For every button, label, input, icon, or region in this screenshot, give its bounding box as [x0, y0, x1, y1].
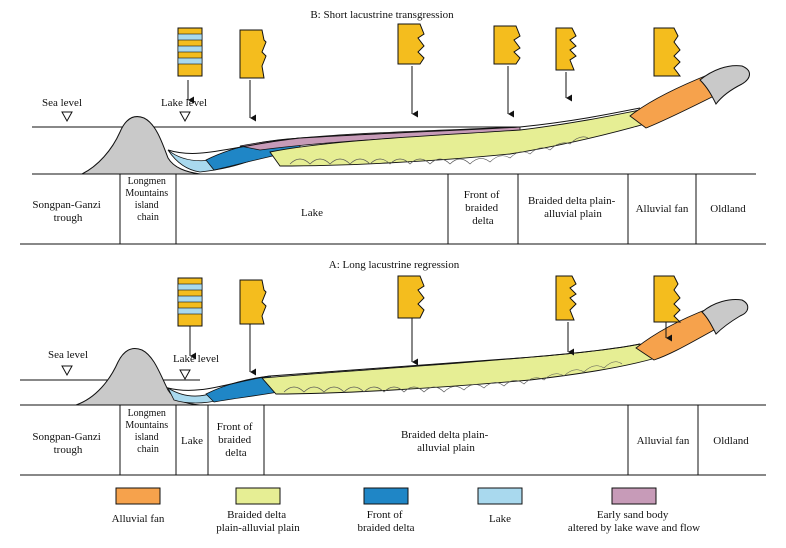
- zone-longmen-label: Longmen Mountains island chain: [125, 408, 170, 455]
- panel-a-lake-level-label: Lake level: [173, 353, 219, 365]
- legend-item-braided-plain: Braided delta plain-alluvial plain: [216, 487, 300, 534]
- panel-b-lake-level-marker: [179, 111, 191, 123]
- panel-b-sea-level-label: Sea level: [42, 97, 82, 109]
- panel-b-title: B: Short lacustrine transgression: [310, 9, 454, 21]
- panel-b-channel-top: [167, 107, 641, 154]
- panel-a-braided-lobes: [283, 361, 623, 393]
- zone-plain-label: Braided delta plain- alluvial plain: [401, 429, 491, 454]
- panel-a-sea-level-label: Sea level: [48, 349, 88, 361]
- legend: Alluvial fan Braided delta plain-alluvia…: [112, 487, 700, 534]
- zone-oldland-label: Oldland: [713, 435, 749, 447]
- strat-column: [555, 27, 577, 71]
- svg-text:Alluvial fan: Alluvial fan: [112, 513, 165, 525]
- strat-column: [493, 25, 521, 65]
- strat-column: [555, 275, 577, 321]
- strat-column: [239, 279, 267, 325]
- strat-column: [653, 275, 682, 323]
- panel-a-lake-level-marker: [179, 369, 191, 381]
- strat-column: [177, 27, 203, 77]
- zone-fan-label: Alluvial fan: [636, 203, 689, 215]
- svg-text:Front of braided delta: Front of braided delta: [357, 509, 414, 534]
- panel-a-braided-plain-body: [261, 343, 657, 395]
- zone-plain-label: Braided delta plain- alluvial plain: [528, 195, 618, 220]
- strat-column: [397, 275, 425, 319]
- panel-b-mountain: [81, 116, 201, 175]
- panel-b-profile: Sea level Lake level: [32, 65, 756, 175]
- strat-column: [239, 29, 267, 79]
- strat-column: [177, 277, 203, 327]
- panel-b-zone-band: Songpan-Ganzi trough Longmen Mountains i…: [20, 174, 766, 245]
- strat-column: [397, 23, 425, 65]
- svg-text:Early sand body altere: Early sand body altered by lake wave and…: [568, 509, 700, 534]
- zone-oldland-label: Oldland: [710, 203, 746, 215]
- panel-b-oldland-hill: [699, 65, 750, 105]
- panel-b-lake-level-label: Lake level: [161, 97, 207, 109]
- zone-lake-label: Lake: [301, 207, 323, 219]
- zone-songpan-label: Songpan-Ganzi trough: [32, 431, 103, 456]
- panel-a-oldland-hill: [701, 299, 749, 335]
- zone-lake-label: Lake: [181, 435, 203, 447]
- svg-text:Lake: Lake: [489, 513, 511, 525]
- zone-longmen-label: Longmen Mountains island chain: [125, 176, 170, 223]
- panel-a-channel-top: [167, 343, 641, 391]
- panel-a-title: A: Long lacustrine regression: [329, 259, 460, 271]
- panel-a: A: Long lacustrine regression Sea level …: [20, 259, 766, 476]
- zone-front-label: Front of braided delta: [217, 421, 256, 459]
- legend-item-early-sand-body: Early sand body altered by lake wave and…: [568, 487, 700, 534]
- zone-fan-label: Alluvial fan: [637, 435, 690, 447]
- svg-text:Braided delta plain-al: Braided delta plain-alluvial plain: [216, 509, 300, 534]
- panel-a-profile: Sea level Lake level: [20, 299, 766, 406]
- panel-a-zone-band: Songpan-Ganzi trough Longmen Mountains i…: [20, 405, 766, 476]
- panel-b-braided-lobes: [289, 136, 589, 165]
- panel-b-columns: [177, 23, 681, 79]
- legend-item-delta-front: Front of braided delta: [357, 487, 415, 534]
- panel-a-sea-level-marker: [61, 365, 73, 377]
- zone-front-label: Front of braided delta: [464, 189, 503, 227]
- zone-songpan-label: Songpan-Ganzi trough: [32, 199, 103, 224]
- panel-b-sea-level-marker: [61, 111, 73, 123]
- legend-item-alluvial-fan: Alluvial fan: [112, 487, 165, 525]
- panel-b: B: Short lacustrine transgression: [20, 9, 766, 245]
- panel-a-columns: [177, 275, 682, 327]
- legend-item-lake: Lake: [477, 487, 523, 525]
- strat-column: [653, 27, 681, 77]
- panel-a-alluvial-fan-body: [635, 307, 717, 361]
